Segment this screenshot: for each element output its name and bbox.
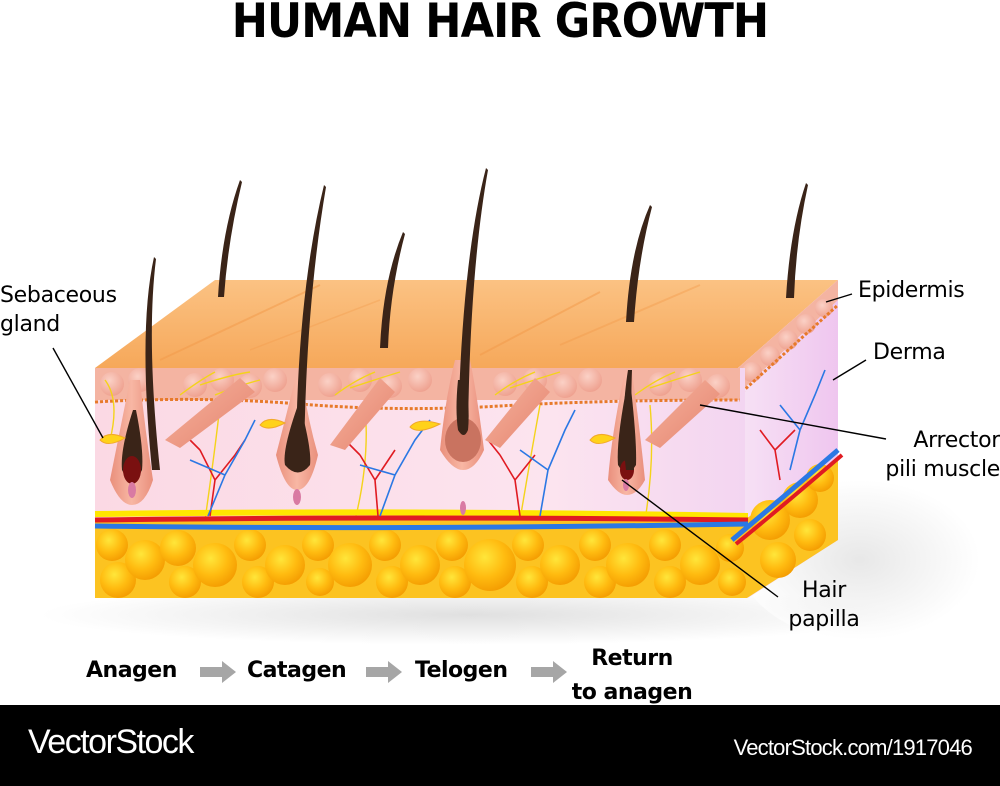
watermark-footer: VectorStock VectorStock.com/1917046 — [0, 705, 1000, 786]
cycle-return-line1: Return — [591, 646, 673, 671]
cycle-stage-telogen: Telogen — [415, 658, 508, 683]
label-hair-papilla: Hair papilla — [774, 576, 874, 634]
image-id-url: VectorStock.com/1917046 — [733, 735, 973, 760]
label-hair-papilla-line1: Hair — [802, 578, 846, 603]
label-arrector-line2: pili muscle — [885, 457, 1000, 482]
cycle-return-line2: to anagen — [571, 680, 693, 705]
right-arrow-icon — [200, 661, 236, 683]
label-sebaceous-gland-line2: gland — [0, 312, 60, 337]
label-sebaceous-gland: Sebaceous gland — [0, 281, 117, 339]
diagram-title: HUMAN HAIR GROWTH — [231, 0, 769, 49]
label-arrector-pili-muscle: Arrector pili muscle — [885, 426, 1000, 484]
label-derma: Derma — [873, 340, 946, 365]
brand-logo-text: VectorStock — [28, 723, 194, 761]
skin-cross-section-illustration: Sebaceous gland Epidermis Derma Arrector… — [0, 168, 1000, 705]
right-arrow-icon — [366, 661, 402, 683]
cycle-stage-anagen: Anagen — [86, 658, 177, 683]
label-hair-papilla-line2: papilla — [788, 607, 860, 632]
label-sebaceous-gland-line1: Sebaceous — [0, 283, 117, 308]
label-epidermis: Epidermis — [858, 278, 965, 303]
right-arrow-icon — [531, 661, 567, 683]
label-arrector-line1: Arrector — [913, 428, 1000, 453]
cycle-stage-return-to-anagen: Return to anagen — [566, 642, 698, 710]
cycle-stage-catagen: Catagen — [247, 658, 347, 683]
